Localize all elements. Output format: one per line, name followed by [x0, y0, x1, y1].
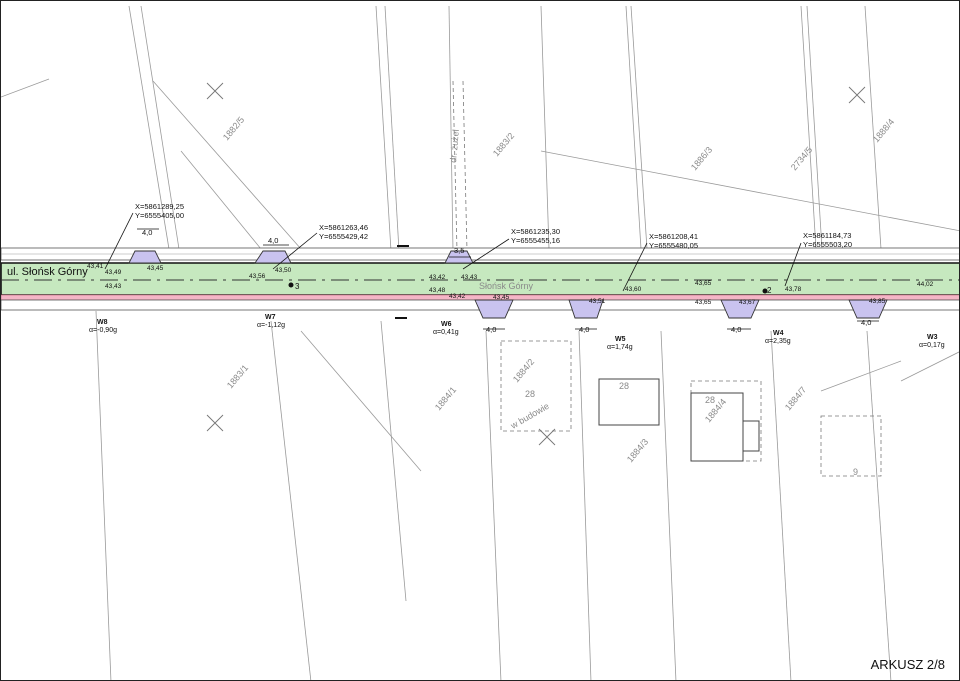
- point-number: 2: [767, 286, 772, 295]
- elevation-label: 43,41: [87, 263, 104, 270]
- exit-name: W4: [773, 330, 784, 337]
- exit-name: W8: [97, 319, 108, 326]
- elevation-label: 43,48: [429, 287, 446, 294]
- street-name-faded: Słońsk Górny: [479, 281, 534, 291]
- elevation-label: 43,43: [105, 283, 122, 290]
- building-number: 28: [525, 389, 535, 399]
- exit-name: W3: [927, 334, 938, 341]
- coord-2-x: X=5861263,46: [319, 223, 368, 232]
- coord-1-x: X=5861289,25: [135, 202, 184, 211]
- elevation-label: 43,65: [695, 299, 712, 306]
- parcel-number: 1888/4: [871, 117, 896, 145]
- building-number: 28: [619, 381, 629, 391]
- elevation-label: 43,67: [739, 299, 756, 306]
- elevation-label: 43,45: [493, 294, 510, 301]
- width-label: 4,0: [579, 325, 589, 334]
- coord-5-x: X=5861184,73: [803, 231, 851, 240]
- survey-crosses: [206, 82, 866, 446]
- exit-name: W6: [441, 321, 452, 328]
- exit-angle: α=-1,12g: [257, 322, 285, 329]
- coord-4-y: Y=6555480,05: [649, 241, 698, 250]
- width-label: 4,0: [731, 325, 741, 334]
- elevation-label: 43,43: [461, 274, 478, 281]
- exit-angle: α=-0,90g: [89, 327, 117, 334]
- elevation-label: 43,56: [249, 273, 266, 280]
- point-number: 3: [295, 282, 300, 291]
- elevation-label: 43,65: [695, 280, 712, 287]
- pink-strip: [1, 294, 959, 301]
- buildings: [598, 378, 760, 462]
- coord-1-y: Y=6555405,00: [135, 211, 184, 220]
- elevation-label: 44,02: [917, 281, 934, 288]
- coord-3-y: Y=6555455,16: [511, 236, 560, 245]
- coord-4-x: X=5861208,41: [649, 232, 698, 241]
- exit-angle: α=1,74g: [607, 344, 633, 351]
- exit-angle: α=2,35g: [765, 338, 791, 345]
- driveways: [128, 250, 888, 319]
- street-name: ul. Słońsk Górny: [7, 266, 88, 278]
- parcel-number: 1884/3: [625, 437, 650, 465]
- road-label-faded: dr. żużel: [448, 129, 461, 163]
- building-number: 28: [705, 395, 715, 405]
- exit-name: W5: [615, 336, 626, 343]
- elevation-label: 43,45: [147, 265, 164, 272]
- coord-5-y: Y=6555503,20: [803, 240, 852, 249]
- width-label: 4,0: [142, 228, 152, 237]
- width-label: 4,0: [486, 325, 496, 334]
- sheet-label: ARKUSZ 2/8: [870, 657, 945, 672]
- parcel-number: 1884/7: [783, 385, 808, 413]
- parcel-number: 1882/5: [221, 115, 246, 143]
- road-surface: [1, 262, 959, 296]
- width-label: 4,0: [861, 318, 871, 327]
- parcel-boundaries: [1, 5, 959, 680]
- parcel-number: 1883/2: [491, 131, 516, 159]
- parcel-number: 1884/1: [433, 385, 458, 413]
- elevation-label: 43,50: [275, 267, 292, 274]
- exit-angle: α=0,17g: [919, 342, 945, 349]
- elevation-label: 43,78: [785, 286, 802, 293]
- elevation-label: 43,42: [429, 274, 446, 281]
- width-label: 4,0: [268, 236, 278, 245]
- coord-2-y: Y=6555429,42: [319, 232, 368, 241]
- elevation-label: 43,51: [589, 298, 606, 305]
- parcel-number: 1884/2: [511, 357, 536, 385]
- elevation-label: 43,85: [869, 298, 886, 305]
- parcel-number: 1883/1: [225, 363, 250, 391]
- parcel-number: 9: [853, 467, 858, 477]
- elevation-label: 43,60: [625, 286, 642, 293]
- elevation-label: 43,42: [449, 293, 466, 300]
- width-label: 3,5: [454, 246, 464, 255]
- leader-lines: [104, 212, 879, 330]
- exit-angle: α=0,41g: [433, 329, 459, 336]
- building-note: w budowie: [508, 401, 551, 431]
- elevation-markers: [288, 245, 768, 319]
- elevation-label: 43,49: [105, 269, 122, 276]
- exit-name: W7: [265, 314, 276, 321]
- coord-3-x: X=5861235,30: [511, 227, 560, 236]
- upper-sidewalk: [1, 247, 959, 261]
- parcel-number: 1886/3: [689, 145, 714, 173]
